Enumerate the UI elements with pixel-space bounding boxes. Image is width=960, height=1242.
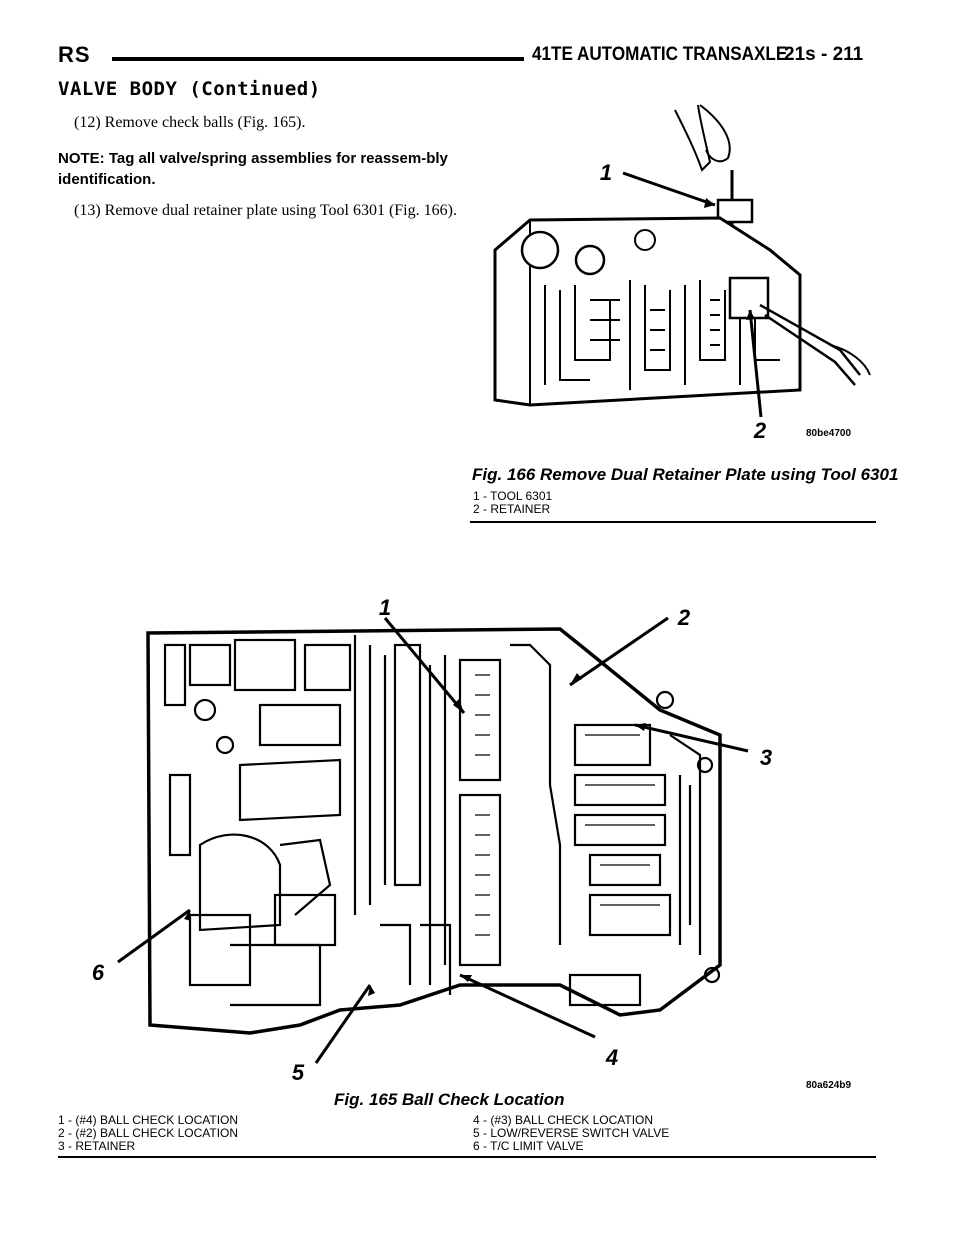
fig165-legend-1: 1 - (#4) BALL CHECK LOCATION xyxy=(58,1113,239,1127)
section-title: VALVE BODY (Continued) xyxy=(58,78,321,100)
fig165-callout-6: 6 xyxy=(92,960,105,985)
fig166-illustration: 1 2 xyxy=(493,104,871,443)
fig166-rule xyxy=(470,521,876,523)
fig165-legend-6: 6 - T/C LIMIT VALVE xyxy=(473,1139,584,1153)
fig166-legend-1: 1 - TOOL 6301 xyxy=(473,489,553,503)
fig165-code: 80a624b9 xyxy=(806,1080,852,1091)
fig165-illustration: 1 2 3 4 5 6 xyxy=(92,595,772,1085)
fig165-legend-2: 2 - (#2) BALL CHECK LOCATION xyxy=(58,1126,239,1140)
fig166-legend-2: 2 - RETAINER xyxy=(473,502,551,516)
header-rule xyxy=(112,57,524,61)
header-title: 41TE AUTOMATIC TRANSAXLE xyxy=(532,44,788,65)
fig165-legend-4: 4 - (#3) BALL CHECK LOCATION xyxy=(473,1113,654,1127)
fig165-legend-5: 5 - LOW/REVERSE SWITCH VALVE xyxy=(473,1126,670,1140)
fig165-callout-2: 2 xyxy=(677,605,691,630)
header-section-code: RS xyxy=(58,42,91,67)
fig166-callout-1: 1 xyxy=(600,160,612,185)
fig165-callout-5: 5 xyxy=(292,1060,305,1085)
fig165-legend-3: 3 - RETAINER xyxy=(58,1139,136,1153)
fig166-title: Fig. 166 Remove Dual Retainer Plate usin… xyxy=(472,465,899,484)
fig165-title: Fig. 165 Ball Check Location xyxy=(334,1090,565,1109)
fig166-code: 80be4700 xyxy=(806,428,852,439)
fig165-callout-3: 3 xyxy=(760,745,772,770)
fig165-callout-1: 1 xyxy=(379,595,391,620)
fig165-callout-4: 4 xyxy=(605,1045,618,1070)
note-text: NOTE: Tag all valve/spring assemblies fo… xyxy=(58,150,448,188)
step-12-text: (12) Remove check balls (Fig. 165). xyxy=(74,114,306,131)
fig165-rule xyxy=(58,1156,876,1158)
fig166-callout-2: 2 xyxy=(753,418,767,443)
step-13-text: (13) Remove dual retainer plate using To… xyxy=(74,202,457,219)
page-number: 21s - 211 xyxy=(784,44,864,65)
